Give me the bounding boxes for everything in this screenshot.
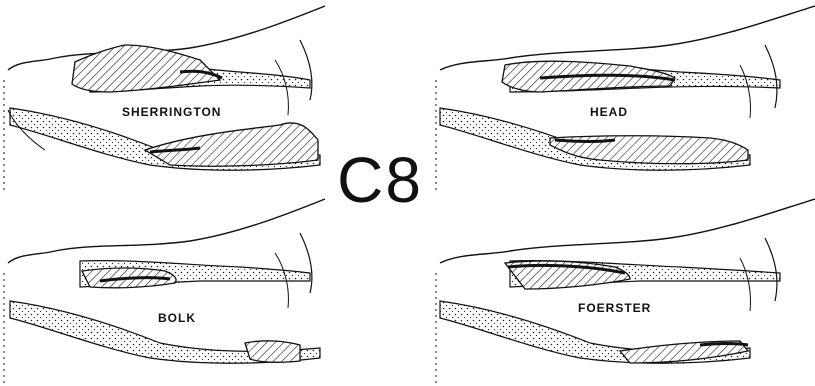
bolk-arm-illustration xyxy=(0,193,325,386)
panel-foerster: FOERSTER xyxy=(430,193,815,386)
center-label: C8 xyxy=(325,140,435,220)
panel-bolk: BOLK xyxy=(0,193,325,386)
panel-label-head: HEAD xyxy=(590,105,628,119)
panel-label-foerster: FOERSTER xyxy=(578,301,651,315)
panel-head: HEAD xyxy=(430,0,815,193)
panel-label-bolk: BOLK xyxy=(158,311,196,325)
panel-label-sherrington: SHERRINGTON xyxy=(122,105,221,119)
sherrington-arm-illustration xyxy=(0,0,325,193)
panel-sherrington: SHERRINGTON xyxy=(0,0,325,193)
head-arm-illustration xyxy=(430,0,815,193)
foerster-arm-illustration xyxy=(430,193,815,386)
